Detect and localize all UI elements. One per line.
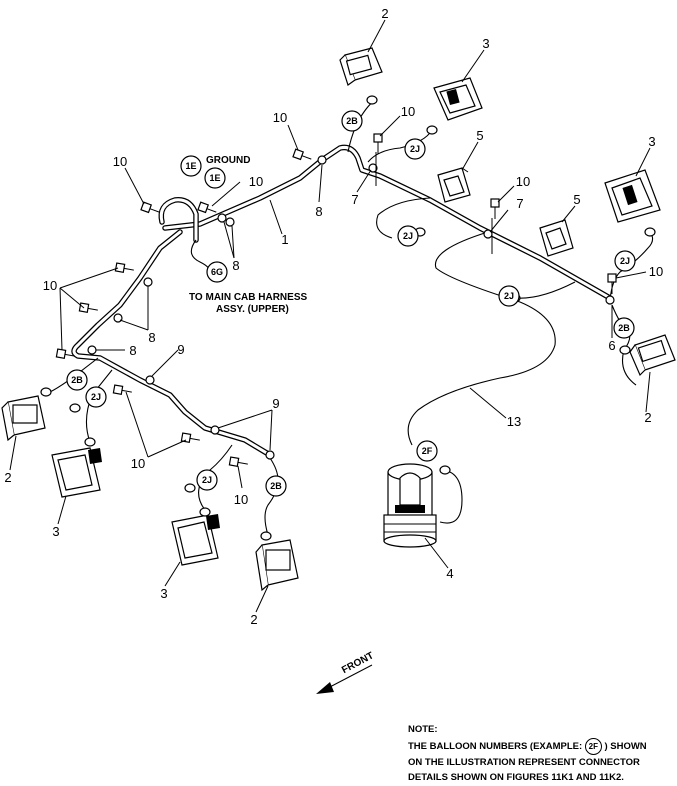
callout-10: 10 xyxy=(234,492,248,507)
floodlight-top xyxy=(433,77,483,121)
callout-10: 10 xyxy=(273,110,287,125)
callout-3: 3 xyxy=(52,524,59,539)
callout-5: 5 xyxy=(573,192,580,207)
note-line-3: DETAILS SHOWN ON FIGURES 11K1 AND 11K2. xyxy=(408,772,624,783)
wire-2J-to-lamp3 xyxy=(367,129,433,163)
note-line-1: THE BALLOON NUMBERS (EXAMPLE: 2F ) SHOWN xyxy=(408,737,676,755)
callout-3: 3 xyxy=(648,134,655,149)
svg-text:1E: 1E xyxy=(209,173,220,183)
callout-8: 8 xyxy=(315,204,322,219)
harness-main-tube xyxy=(162,144,613,301)
callout-10: 10 xyxy=(113,154,127,169)
wire-center-2J-loop xyxy=(376,197,431,239)
balloon-6G: 6G xyxy=(206,261,228,283)
callout-4: 4 xyxy=(446,566,453,581)
svg-text:6G: 6G xyxy=(211,267,223,277)
svg-text:2J: 2J xyxy=(202,475,212,485)
svg-text:2B: 2B xyxy=(618,323,630,333)
callout-10: 10 xyxy=(649,264,663,279)
balloon-2J: 2J xyxy=(404,138,426,160)
callout-8: 8 xyxy=(129,343,136,358)
callout-2: 2 xyxy=(644,410,651,425)
callout-7: 7 xyxy=(351,192,358,207)
callout-5: 5 xyxy=(476,128,483,143)
note-title: NOTE: xyxy=(408,724,438,735)
screws-item-10 xyxy=(55,133,617,467)
to-main-cab-label: TO MAIN CAB HARNESS xyxy=(189,292,307,303)
balloon-1E: 1E xyxy=(180,155,202,177)
wire-13-to-beacon xyxy=(407,231,556,446)
callout-10: 10 xyxy=(516,174,530,189)
to-main-cab-label-2: ASSY. (UPPER) xyxy=(216,304,289,315)
callout-2: 2 xyxy=(4,470,11,485)
floodlight-right xyxy=(604,169,661,223)
callout-9: 9 xyxy=(177,342,184,357)
connector-plugs xyxy=(40,95,656,541)
svg-text:2J: 2J xyxy=(410,144,420,154)
callout-10: 10 xyxy=(43,278,57,293)
wire-beacon-tail xyxy=(439,469,463,524)
callout-8: 8 xyxy=(148,330,155,345)
clearance-lamp-top xyxy=(339,47,383,86)
rotating-beacon xyxy=(383,463,437,548)
svg-text:2B: 2B xyxy=(270,481,282,491)
balloon-2J: 2J xyxy=(614,250,636,272)
balloon-2J: 2J xyxy=(85,386,107,408)
balloon-2J: 2J xyxy=(196,469,218,491)
balloon-2B: 2B xyxy=(613,317,635,339)
svg-text:1E: 1E xyxy=(185,161,196,171)
callout-6: 6 xyxy=(608,338,615,353)
connector-balloons: 1E 1E 2B 2J 2J 2J 2J 2B 6G 2B 2J 2J 2B 2… xyxy=(66,110,636,497)
clearance-lamp-left xyxy=(1,395,46,442)
ground-label: GROUND xyxy=(206,155,250,166)
balloon-2F: 2F xyxy=(416,440,438,462)
svg-text:2B: 2B xyxy=(71,375,83,385)
callout-9: 9 xyxy=(272,396,279,411)
callout-10: 10 xyxy=(401,104,415,119)
wire-6G xyxy=(190,239,210,273)
harness-rear-loop-tube xyxy=(158,197,199,243)
svg-text:2F: 2F xyxy=(422,446,433,456)
balloon-1E: 1E xyxy=(204,167,226,189)
callout-10: 10 xyxy=(249,174,263,189)
balloon-2J: 2J xyxy=(397,225,419,247)
work-light-right xyxy=(539,219,574,257)
balloon-2J: 2J xyxy=(498,285,520,307)
note-block: NOTE: THE BALLOON NUMBERS (EXAMPLE: 2F )… xyxy=(408,722,676,786)
balloon-2B: 2B xyxy=(66,369,88,391)
work-light-center xyxy=(437,167,471,203)
front-arrow: FRONT xyxy=(316,650,376,694)
callout-2: 2 xyxy=(250,612,257,627)
svg-text:2J: 2J xyxy=(504,291,514,301)
callout-13: 13 xyxy=(507,414,521,429)
leader-lines xyxy=(9,19,651,613)
callout-3: 3 xyxy=(160,586,167,601)
wire-to-right-light xyxy=(514,281,576,299)
callout-10: 10 xyxy=(131,456,145,471)
note-line-1-post: ) SHOWN xyxy=(604,740,647,752)
note-example-balloon: 2F xyxy=(584,737,602,755)
harness-left-branch-tube xyxy=(71,229,273,458)
callout-1: 1 xyxy=(281,232,288,247)
svg-text:2J: 2J xyxy=(403,231,413,241)
balloon-2B: 2B xyxy=(341,110,363,132)
svg-text:2J: 2J xyxy=(91,392,101,402)
callout-2: 2 xyxy=(381,6,388,21)
svg-text:2J: 2J xyxy=(620,256,630,266)
callout-3: 3 xyxy=(482,36,489,51)
note-line-2: ON THE ILLUSTRATION REPRESENT CONNECTOR xyxy=(408,756,640,768)
floodlight-left xyxy=(51,447,102,498)
note-line-1-pre: THE BALLOON NUMBERS (EXAMPLE: xyxy=(408,740,583,752)
clearance-lamp-front xyxy=(255,539,299,592)
callout-7: 7 xyxy=(516,196,523,211)
callout-numbers: 2 2 2 2 3 3 3 3 4 5 5 6 7 7 8 8 8 8 9 9 … xyxy=(4,6,663,627)
clearance-lamp-right xyxy=(629,334,676,377)
floodlight-front xyxy=(171,514,220,566)
callout-8: 8 xyxy=(232,258,239,273)
svg-text:2B: 2B xyxy=(346,116,358,126)
balloon-2B: 2B xyxy=(265,475,287,497)
